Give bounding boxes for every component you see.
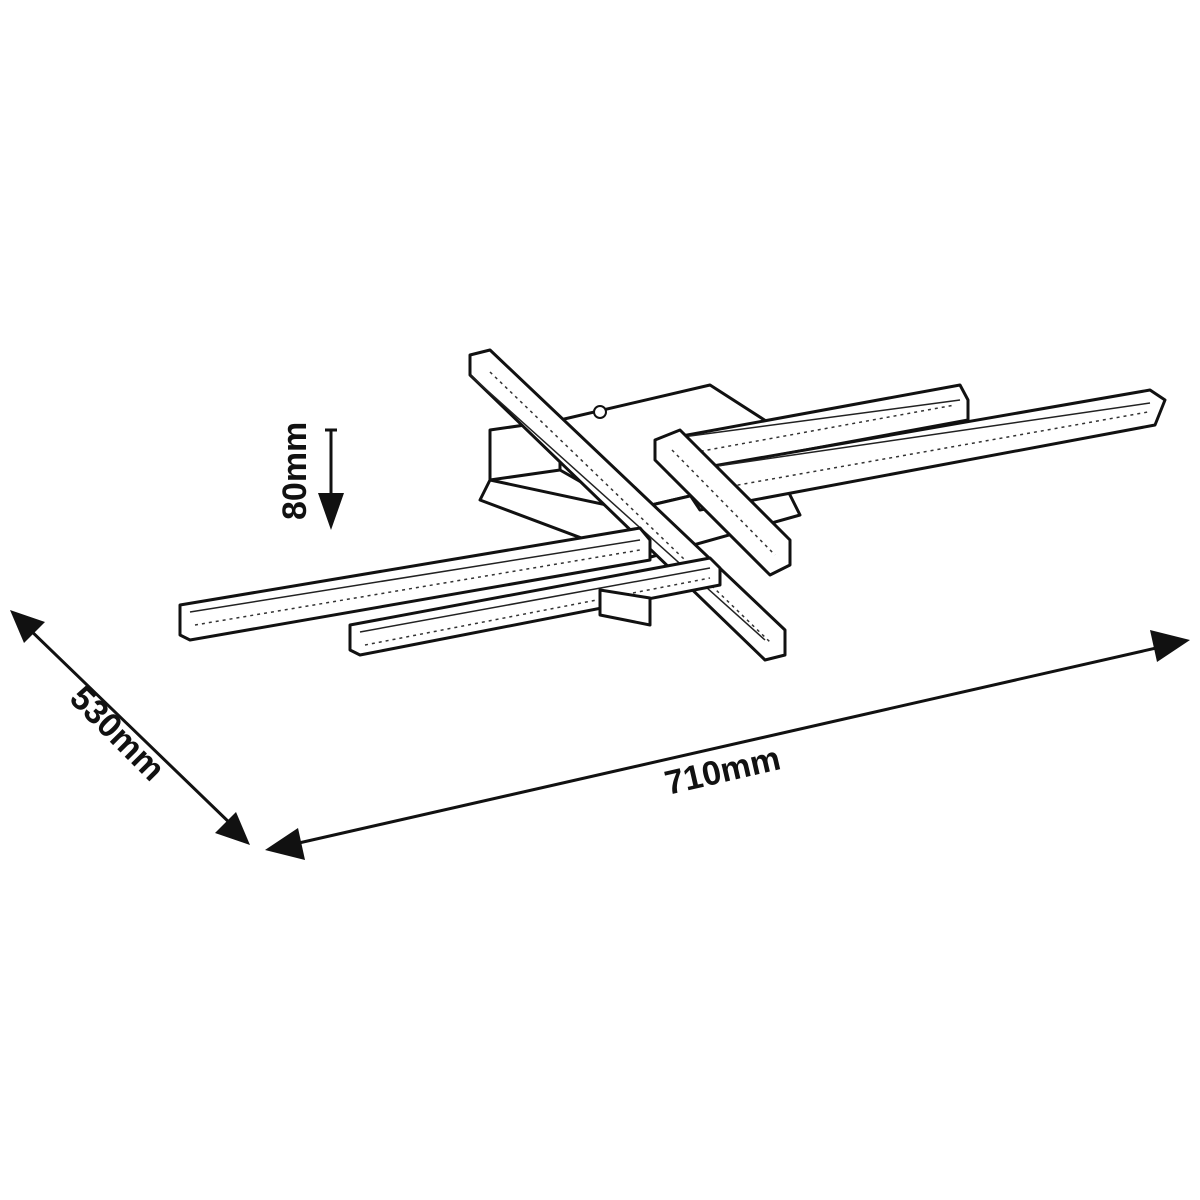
height-label: 80mm xyxy=(276,422,314,520)
depth-dimension-arrow xyxy=(10,610,250,845)
depth-label: 530mm xyxy=(62,679,172,789)
width-dimension-arrow xyxy=(265,630,1190,860)
light-bar-diagonal-short xyxy=(653,428,792,577)
light-bar-bottom-stub xyxy=(598,588,652,627)
width-label: 710mm xyxy=(661,739,784,802)
light-bar-lower-left xyxy=(178,526,652,642)
height-dimension-arrow xyxy=(318,428,344,530)
light-bar-front xyxy=(348,556,722,657)
